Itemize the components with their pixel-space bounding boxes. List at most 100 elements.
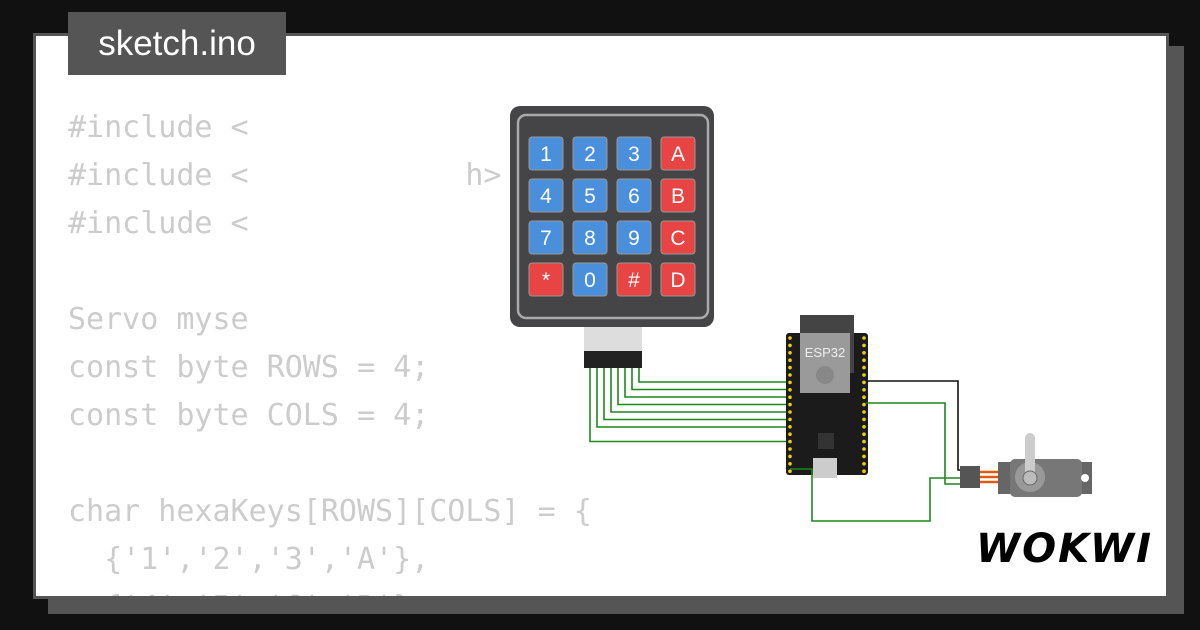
code-line: const byte ROWS = 4;: [68, 350, 430, 385]
code-line: {'4','5','6','B'},: [68, 584, 592, 596]
pin: [862, 351, 866, 355]
key-label: 9: [628, 227, 640, 250]
keypad-connector: [584, 351, 642, 368]
key-label: A: [671, 143, 685, 166]
pin: [788, 402, 792, 407]
wire: [589, 366, 790, 443]
pin: [862, 417, 866, 422]
pin: [862, 343, 866, 348]
pin: [788, 454, 792, 459]
usb-port: [813, 458, 837, 478]
key-label: *: [542, 269, 550, 292]
key-7[interactable]: 7: [528, 220, 564, 255]
pin: [862, 388, 866, 392]
key-label: 4: [540, 185, 552, 208]
pin: [788, 469, 792, 474]
key-D[interactable]: D: [660, 262, 696, 297]
key-A[interactable]: A: [660, 136, 696, 171]
key-6[interactable]: 6: [616, 178, 652, 213]
key-2[interactable]: 2: [572, 136, 608, 171]
pin: [788, 365, 792, 370]
wire: [603, 366, 790, 421]
wire: [631, 366, 790, 391]
pin: [788, 380, 792, 385]
key-4[interactable]: 4: [528, 178, 564, 213]
key-C[interactable]: C: [660, 220, 696, 255]
key-label: 1: [540, 143, 552, 166]
keypad[interactable]: 1 2 3 A 4 5 6 B 7 8 9 C * 0 # D: [510, 106, 714, 368]
key-1[interactable]: 1: [528, 136, 564, 171]
file-name-tab: sketch.ino: [68, 12, 286, 75]
pin: [788, 336, 792, 340]
pin: [788, 439, 792, 444]
pin: [788, 417, 792, 422]
wire: [624, 366, 790, 398]
wire: [596, 366, 790, 428]
key-label: 5: [584, 185, 596, 208]
wire: [638, 366, 790, 383]
key-label: #: [628, 269, 640, 292]
key-9[interactable]: 9: [616, 220, 652, 255]
pin: [862, 373, 866, 377]
pin: [788, 447, 792, 451]
code-line: {'1','2','3','A'},: [68, 542, 430, 577]
key-8[interactable]: 8: [572, 220, 608, 255]
pin: [788, 395, 792, 400]
wire: [617, 366, 790, 406]
wire: [610, 366, 790, 413]
pin: [862, 336, 866, 340]
pin: [862, 365, 866, 370]
code-line: #include < h>: [68, 158, 502, 193]
espressif-logo-icon: [816, 366, 834, 384]
pin: [862, 432, 866, 437]
pin: [788, 388, 792, 392]
key-label: 3: [628, 143, 640, 166]
key-3[interactable]: 3: [616, 136, 652, 171]
ribbon-cable: [584, 327, 642, 353]
servo-motor[interactable]: [960, 433, 1092, 497]
key-label: D: [670, 269, 685, 292]
esp32-label: ESP32: [805, 345, 845, 360]
pin: [788, 351, 792, 355]
key-label: 8: [584, 227, 596, 250]
pin: [862, 402, 866, 407]
pin: [862, 410, 866, 414]
pin: [788, 432, 792, 437]
wire: [790, 468, 962, 522]
code-background: #include <#include < h>#include <Servo m…: [68, 104, 592, 596]
key-5[interactable]: 5: [572, 178, 608, 213]
code-line: char hexaKeys[ROWS][COLS] = {: [68, 494, 592, 529]
wire: [866, 380, 962, 471]
pin: [788, 425, 792, 429]
pin: [862, 462, 866, 466]
pin: [788, 343, 792, 348]
key-label: 0: [584, 269, 596, 292]
key-0[interactable]: 0: [572, 262, 608, 297]
pin: [862, 454, 866, 459]
pin: [862, 439, 866, 444]
pin: [862, 395, 866, 400]
pin: [862, 425, 866, 429]
key-label: B: [671, 185, 685, 208]
code-line: Servo myse: [68, 302, 249, 337]
key-label: 2: [584, 143, 596, 166]
pin: [862, 380, 866, 385]
pin: [862, 469, 866, 474]
key-*[interactable]: *: [528, 262, 564, 297]
code-line: #include <: [68, 110, 249, 145]
esp32-board[interactable]: ESP32: [786, 315, 868, 478]
key-label: C: [670, 227, 685, 250]
key-B[interactable]: B: [660, 178, 696, 213]
wire: [866, 402, 962, 485]
wokwi-logo: WOKWI: [976, 526, 1154, 572]
key-label: 6: [628, 185, 640, 208]
key-#[interactable]: #: [616, 262, 652, 297]
code-line: const byte COLS = 4;: [68, 398, 430, 433]
pin: [862, 447, 866, 451]
pin: [788, 358, 792, 363]
key-label: 7: [540, 227, 552, 250]
servo-horn-icon: [1022, 470, 1038, 486]
pin: [788, 373, 792, 377]
keypad-wires: [589, 366, 790, 443]
